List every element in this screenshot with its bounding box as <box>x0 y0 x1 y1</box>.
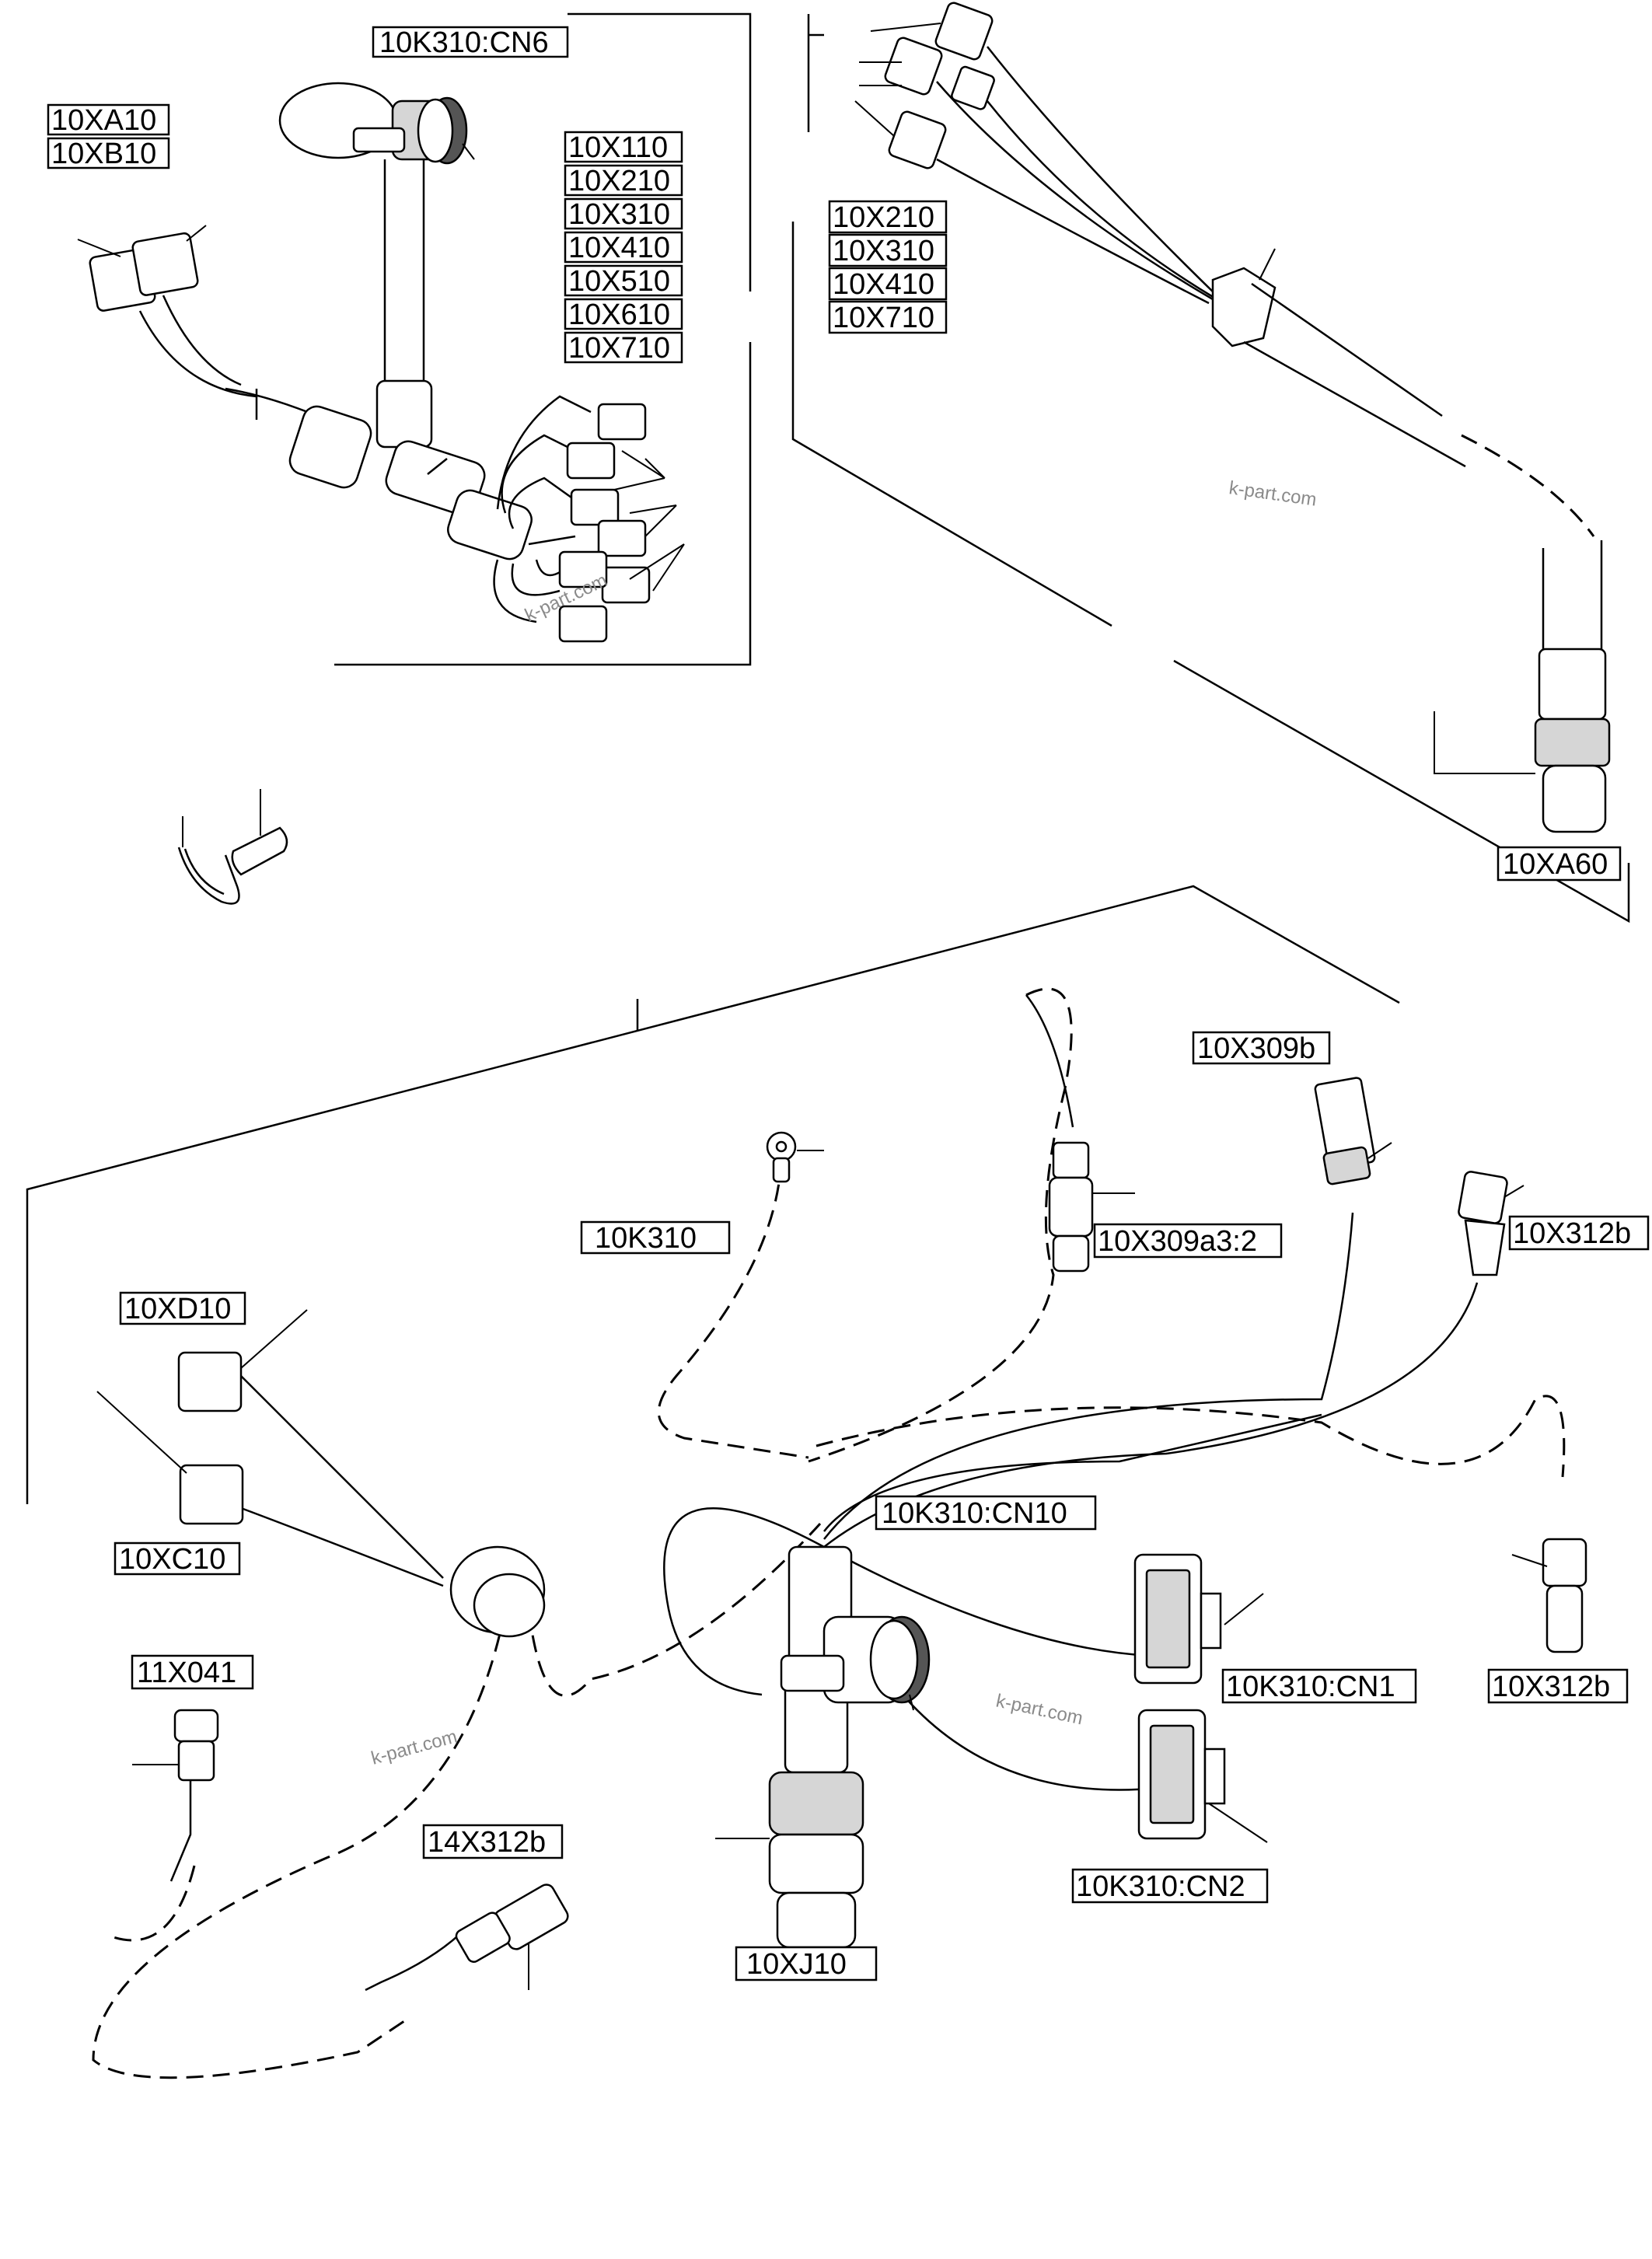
svg-text:10X312b: 10X312b <box>1513 1217 1631 1250</box>
label-10x309b: 10X309b <box>1192 1031 1331 1065</box>
label-10x312b-bottom: 10X312b <box>1487 1668 1629 1704</box>
label-10x710: 10X710 <box>564 331 683 365</box>
label-10xd10: 10XD10 <box>119 1291 246 1325</box>
svg-text:10K310: 10K310 <box>595 1222 697 1255</box>
label-10xa60: 10XA60 <box>1497 846 1622 882</box>
label-10x210: 10X210 <box>564 164 683 197</box>
label-10x310: 10X310 <box>564 197 683 231</box>
svg-text:10X410: 10X410 <box>833 268 934 301</box>
label-tr-10x710: 10X710 <box>828 300 948 334</box>
label-10xa10: 10XA10 <box>47 103 170 137</box>
svg-text:14X312b: 14X312b <box>428 1826 546 1859</box>
label-10k310-cn1: 10K310:CN1 <box>1221 1668 1417 1704</box>
svg-text:11X041: 11X041 <box>137 1657 236 1689</box>
label-10xb10: 10XB10 <box>47 137 170 170</box>
svg-text:10XJ10: 10XJ10 <box>746 1948 847 1981</box>
svg-text:10K310:CN1: 10K310:CN1 <box>1226 1671 1395 1703</box>
label-tr-10x410: 10X410 <box>828 267 948 301</box>
svg-text:10X210: 10X210 <box>568 165 670 197</box>
watermark: k-part.com <box>994 1690 1084 1729</box>
svg-text:10X310: 10X310 <box>568 198 670 231</box>
svg-text:10XC10: 10XC10 <box>119 1543 225 1576</box>
detail-frame-top-left <box>334 12 752 666</box>
svg-text:10X110: 10X110 <box>568 131 668 164</box>
svg-text:10X310: 10X310 <box>833 235 934 267</box>
svg-text:10X312b: 10X312b <box>1492 1671 1610 1703</box>
label-10x610: 10X610 <box>564 298 683 331</box>
sub-harness-top-right <box>791 2 1630 924</box>
label-10xj10: 10XJ10 <box>735 1946 878 1981</box>
svg-text:10K310:CN6: 10K310:CN6 <box>379 26 549 59</box>
svg-text:10XB10: 10XB10 <box>51 138 156 170</box>
label-10xc10: 10XC10 <box>114 1541 241 1576</box>
svg-text:10XD10: 10XD10 <box>124 1293 231 1325</box>
svg-text:10X510: 10X510 <box>568 265 670 298</box>
label-10k310: 10K310 <box>580 1220 731 1255</box>
svg-text:10K310:CN10: 10K310:CN10 <box>882 1497 1067 1530</box>
main-harness-bracket <box>26 885 1400 1504</box>
svg-text:10K310:CN2: 10K310:CN2 <box>1076 1870 1245 1903</box>
label-10k310-cn10: 10K310:CN10 <box>875 1495 1097 1531</box>
label-14x312b: 14X312b <box>422 1824 564 1859</box>
sub-harness-top-left <box>77 82 685 643</box>
svg-text:10X410: 10X410 <box>568 232 670 264</box>
label-10x309a3-2: 10X309a3:2 <box>1093 1223 1283 1259</box>
label-10x312b-top: 10X312b <box>1508 1215 1650 1251</box>
cable-tie-icon <box>177 789 288 905</box>
label-10x410: 10X410 <box>564 231 683 264</box>
svg-text:10X710: 10X710 <box>568 332 670 365</box>
main-harness <box>92 987 1587 2079</box>
label-tr-10x210: 10X210 <box>828 200 948 234</box>
svg-text:10X610: 10X610 <box>568 299 670 331</box>
svg-text:10X309a3:2: 10X309a3:2 <box>1098 1225 1257 1258</box>
svg-text:10XA60: 10XA60 <box>1503 848 1608 881</box>
label-10x110: 10X110 <box>564 131 683 164</box>
watermark: k-part.com <box>1228 477 1318 511</box>
label-10x510: 10X510 <box>564 264 683 298</box>
svg-text:10X710: 10X710 <box>833 302 934 334</box>
label-tr-10x310: 10X310 <box>828 233 948 267</box>
label-10k310-cn6: 10K310:CN6 <box>372 26 569 59</box>
svg-text:10XA10: 10XA10 <box>51 104 156 137</box>
svg-text:10X309b: 10X309b <box>1197 1032 1315 1065</box>
label-11x041: 11X041 <box>131 1654 254 1690</box>
svg-text:10X210: 10X210 <box>833 201 934 234</box>
label-10k310-cn2: 10K310:CN2 <box>1071 1868 1269 1904</box>
